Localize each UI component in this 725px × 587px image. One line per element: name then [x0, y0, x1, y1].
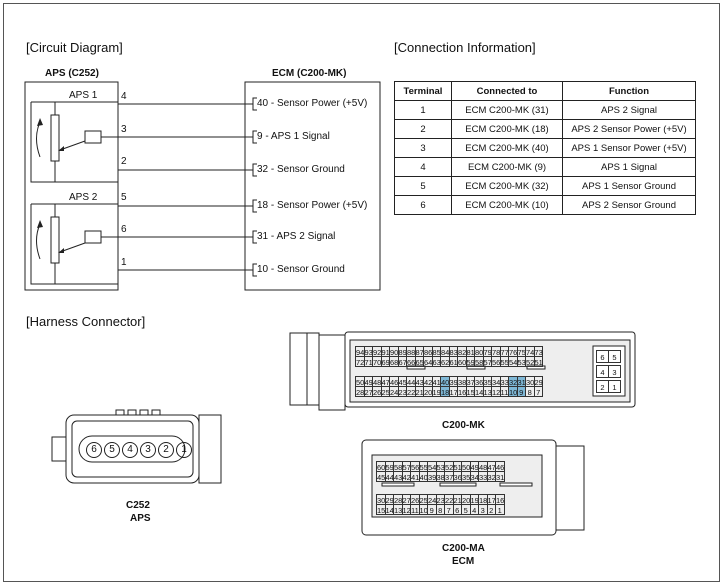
aps-pin-label: 3 [121, 124, 127, 135]
connector-pin: 51 [533, 356, 543, 367]
c252-label: C252 [126, 500, 150, 511]
ecm-label: ECM [452, 556, 475, 567]
table-header-row: Terminal Connected to Function [394, 81, 696, 101]
c252-pin: 5 [104, 442, 120, 458]
ecm-terminal-label: 40 - Sensor Power (+5V) [257, 98, 368, 109]
c252-pin: 6 [86, 442, 102, 458]
c252-pin: 3 [140, 442, 156, 458]
c252-pin: 1 [176, 442, 192, 458]
ecm-terminal-label: 31 - APS 2 Signal [257, 231, 336, 242]
ecm-header: ECM (C200-MK) [272, 68, 347, 79]
c200-ma-label: C200-MA [442, 543, 485, 554]
connector-pin: 1 [495, 504, 505, 515]
aps-pin-label: 4 [121, 91, 127, 102]
figure-frame [3, 3, 720, 582]
circuit-diagram-title: [Circuit Diagram] [26, 40, 123, 55]
connector-pin: 5 [608, 350, 621, 363]
aps-pin-label: 2 [121, 156, 127, 167]
connector-pin: 3 [608, 365, 621, 378]
aps1-label: APS 1 [69, 90, 98, 101]
ecm-terminal-label: 18 - Sensor Power (+5V) [257, 200, 368, 211]
connection-info-title: [Connection Information] [394, 40, 536, 55]
connector-pin: 1 [608, 380, 621, 393]
c252-pin-row: 6 5 4 3 2 1 [86, 442, 194, 458]
ecm-terminal-label: 9 - APS 1 Signal [257, 131, 330, 142]
c200-mk-label: C200-MK [442, 420, 485, 431]
aps-pin-label: 6 [121, 224, 127, 235]
aps-header: APS (C252) [45, 68, 99, 79]
aps-pin-label: 5 [121, 192, 127, 203]
table-cell: APS 2 Sensor Ground [562, 195, 696, 215]
connector-pin: 7 [533, 386, 543, 397]
harness-connector-title: [Harness Connector] [26, 314, 146, 329]
aps2-label: APS 2 [69, 192, 98, 203]
c252-pin: 4 [122, 442, 138, 458]
aps-pin-label: 1 [121, 257, 127, 268]
c252-pin: 2 [158, 442, 174, 458]
ecm-terminal-label: 10 - Sensor Ground [257, 264, 345, 275]
connector-pin: 31 [495, 471, 505, 482]
aps-label: APS [130, 513, 151, 524]
ecm-terminal-label: 32 - Sensor Ground [257, 164, 345, 175]
